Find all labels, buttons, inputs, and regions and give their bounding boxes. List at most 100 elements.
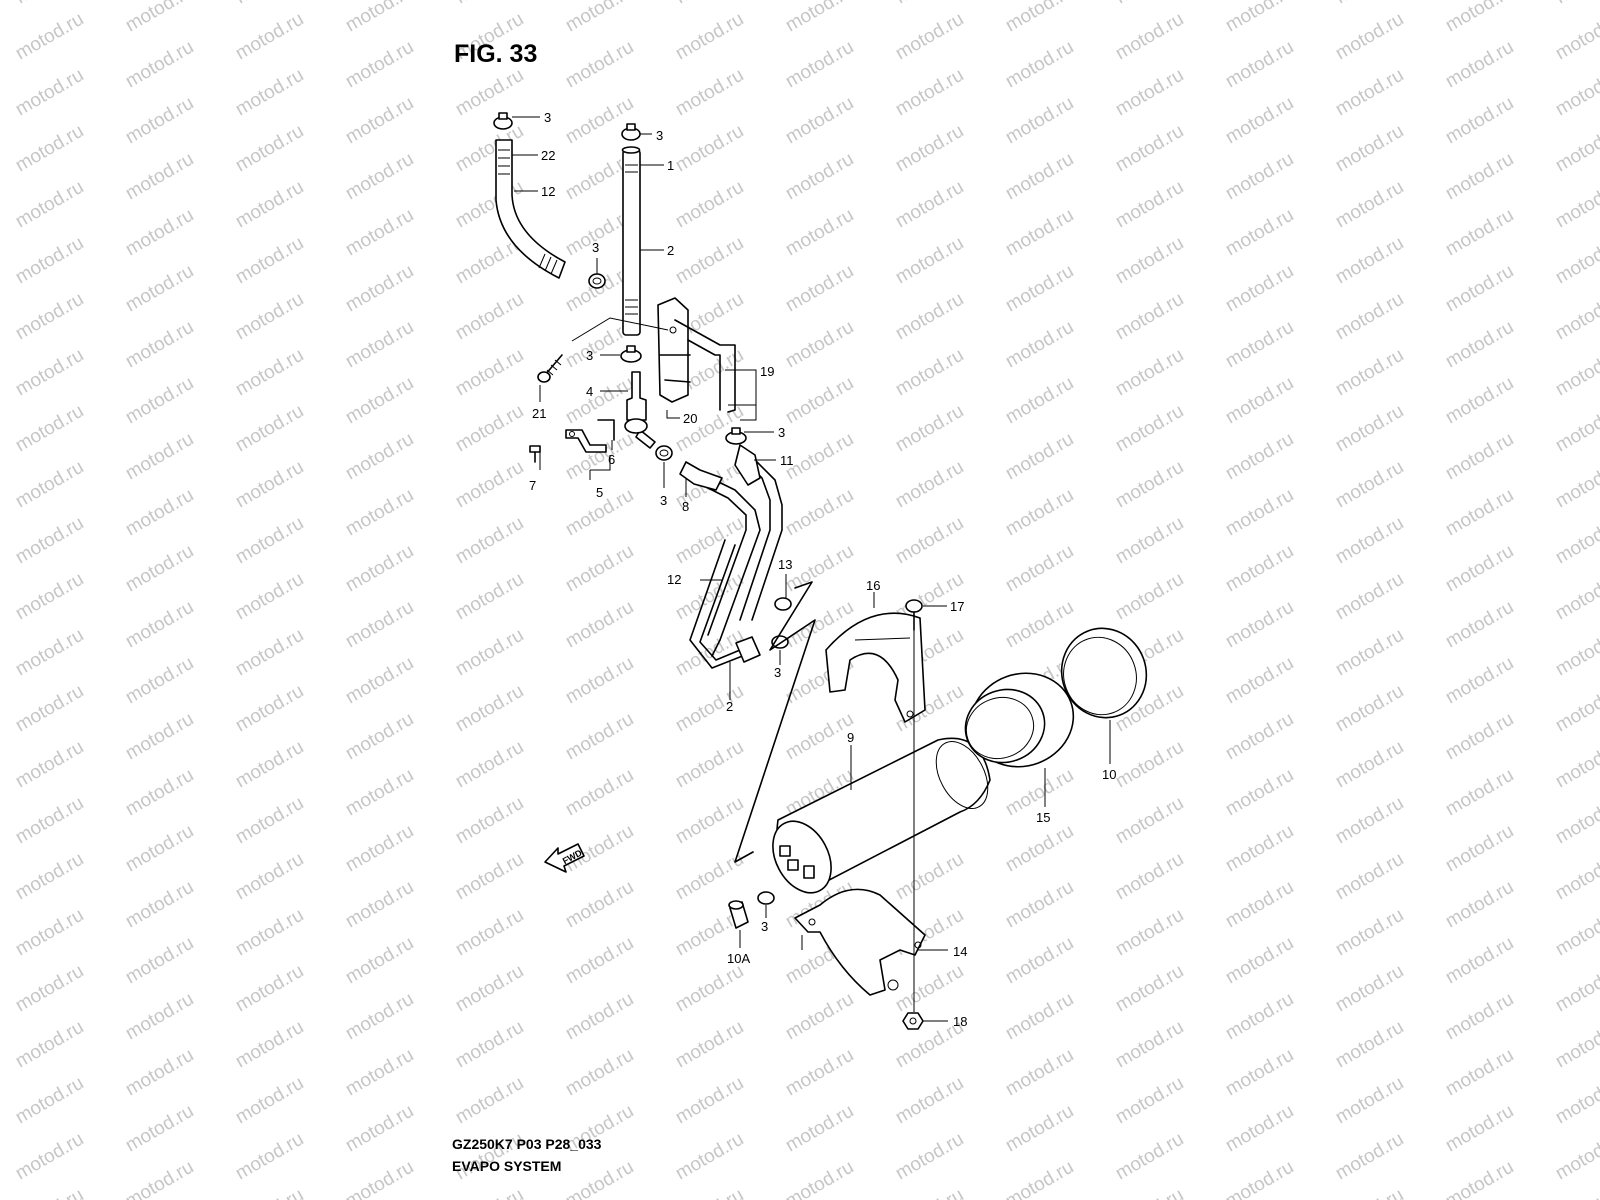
watermark-text: motod.ru xyxy=(1552,289,1600,345)
watermark-text: motod.ru xyxy=(782,485,857,541)
watermark-text: motod.ru xyxy=(12,1185,87,1200)
watermark-text: motod.ru xyxy=(1222,877,1297,933)
watermark-text: motod.ru xyxy=(1442,821,1517,877)
watermark-text: motod.ru xyxy=(782,0,857,36)
watermark-text: motod.ru xyxy=(122,933,197,989)
clip-bracket xyxy=(565,419,615,453)
watermark-text: motod.ru xyxy=(782,93,857,149)
callout-16: 16 xyxy=(866,578,880,593)
watermark-text: motod.ru xyxy=(672,513,747,569)
watermark-text: motod.ru xyxy=(562,0,637,36)
watermark-text: motod.ru xyxy=(342,1045,417,1101)
watermark-text: motod.ru xyxy=(122,989,197,1045)
watermark-text: motod.ru xyxy=(1222,205,1297,261)
watermark-text: motod.ru xyxy=(1002,429,1077,485)
watermark-text: motod.ru xyxy=(452,1185,527,1200)
watermark-text: motod.ru xyxy=(122,485,197,541)
watermark-text: motod.ru xyxy=(1112,233,1187,289)
watermark-text: motod.ru xyxy=(342,877,417,933)
watermark-text: motod.ru xyxy=(1332,625,1407,681)
watermark-text: motod.ru xyxy=(452,401,527,457)
watermark-text: motod.ru xyxy=(232,233,307,289)
watermark-text: motod.ru xyxy=(122,1157,197,1200)
watermark-text: motod.ru xyxy=(232,737,307,793)
watermark-text: motod.ru xyxy=(452,737,527,793)
watermark-text: motod.ru xyxy=(342,1157,417,1200)
watermark-text: motod.ru xyxy=(232,793,307,849)
watermark-text: motod.ru xyxy=(672,233,747,289)
watermark-text: motod.ru xyxy=(232,625,307,681)
watermark-text: motod.ru xyxy=(672,1129,747,1185)
watermark-text: motod.ru xyxy=(672,681,747,737)
watermark-text: motod.ru xyxy=(562,877,637,933)
watermark-text: motod.ru xyxy=(452,1017,527,1073)
watermark-text: motod.ru xyxy=(1332,1017,1407,1073)
watermark-text: motod.ru xyxy=(782,1101,857,1157)
watermark-text: motod.ru xyxy=(1442,1045,1517,1101)
callout-17: 17 xyxy=(950,599,964,614)
watermark-text: motod.ru xyxy=(342,989,417,1045)
watermark-text: motod.ru xyxy=(1442,149,1517,205)
watermark-text: motod.ru xyxy=(452,849,527,905)
watermark-text: motod.ru xyxy=(1332,233,1407,289)
clamp-icon xyxy=(588,273,606,289)
watermark-text: motod.ru xyxy=(1112,457,1187,513)
watermark-text: motod.ru xyxy=(12,457,87,513)
watermark-text: motod.ru xyxy=(782,541,857,597)
watermark-text: motod.ru xyxy=(1442,765,1517,821)
watermark-text: motod.ru xyxy=(122,261,197,317)
band-upper xyxy=(825,612,926,723)
watermark-text: motod.ru xyxy=(1552,849,1600,905)
watermark-text: motod.ru xyxy=(452,0,527,8)
watermark-text: motod.ru xyxy=(1332,289,1407,345)
watermark-text: motod.ru xyxy=(1112,513,1187,569)
watermark-text: motod.ru xyxy=(122,373,197,429)
watermark-text: motod.ru xyxy=(122,709,197,765)
watermark-text: motod.ru xyxy=(892,1073,967,1129)
watermark-text: motod.ru xyxy=(672,737,747,793)
watermark-text: motod.ru xyxy=(1222,989,1297,1045)
watermark-text: motod.ru xyxy=(1332,401,1407,457)
watermark-text: motod.ru xyxy=(1222,429,1297,485)
watermark-text: motod.ru xyxy=(1112,1129,1187,1185)
watermark-text: motod.ru xyxy=(1002,149,1077,205)
watermark-text: motod.ru xyxy=(1222,0,1297,36)
watermark-text: motod.ru xyxy=(232,513,307,569)
watermark-text: motod.ru xyxy=(342,821,417,877)
watermark-text: motod.ru xyxy=(342,1101,417,1157)
watermark-text: motod.ru xyxy=(122,37,197,93)
watermark-text: motod.ru xyxy=(1112,1017,1187,1073)
watermark-text: motod.ru xyxy=(1552,401,1600,457)
callout-9: 9 xyxy=(847,730,854,745)
callout-2: 2 xyxy=(726,699,733,714)
watermark-text: motod.ru xyxy=(12,0,87,8)
watermark-text: motod.ru xyxy=(672,9,747,65)
watermark-text: motod.ru xyxy=(1442,1157,1517,1200)
watermark-text: motod.ru xyxy=(232,1185,307,1200)
watermark-text: motod.ru xyxy=(452,65,527,121)
watermark-text: motod.ru xyxy=(122,317,197,373)
watermark-text: motod.ru xyxy=(1112,1073,1187,1129)
watermark-text: motod.ru xyxy=(232,961,307,1017)
watermark-text: motod.ru xyxy=(1332,0,1407,8)
watermark-text: motod.ru xyxy=(1552,457,1600,513)
watermark-text: motod.ru xyxy=(12,737,87,793)
watermark-text: motod.ru xyxy=(122,653,197,709)
watermark-text: motod.ru xyxy=(122,765,197,821)
watermark-text: motod.ru xyxy=(892,177,967,233)
watermark-text: motod.ru xyxy=(1552,121,1600,177)
watermark-text: motod.ru xyxy=(12,513,87,569)
watermark-text: motod.ru xyxy=(1332,849,1407,905)
watermark-text: motod.ru xyxy=(1442,485,1517,541)
watermark-text: motod.ru xyxy=(342,37,417,93)
watermark-text: motod.ru xyxy=(1332,457,1407,513)
watermark-text: motod.ru xyxy=(1332,513,1407,569)
watermark-text: motod.ru xyxy=(12,793,87,849)
watermark-text: motod.ru xyxy=(1222,765,1297,821)
watermark-text: motod.ru xyxy=(1112,289,1187,345)
watermark-text: motod.ru xyxy=(1442,989,1517,1045)
watermark-text: motod.ru xyxy=(122,821,197,877)
watermark-text: motod.ru xyxy=(232,681,307,737)
watermark-text: motod.ru xyxy=(232,177,307,233)
